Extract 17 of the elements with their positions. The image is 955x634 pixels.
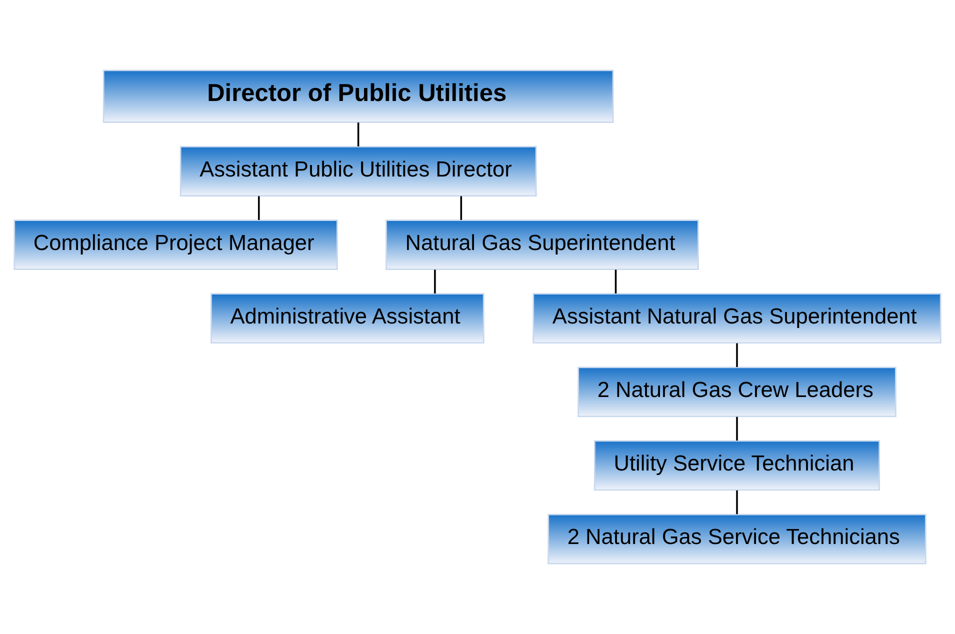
node-box: Administrative Assistant [210,293,484,344]
node-box: 2 Natural Gas Service Technicians [548,514,926,564]
connector [736,343,738,368]
connector [434,270,436,294]
node-box: Assistant Public Utilities Director [180,146,537,196]
connector [357,122,360,146]
connector [460,196,462,220]
node-box: Assistant Natural Gas Superintendent [532,293,942,344]
node-box: Director of Public Utilities [102,70,614,123]
node-box: Compliance Project Manager [14,220,338,270]
node-box: 2 Natural Gas Crew Leaders [578,366,896,418]
node-box: Natural Gas Superintendent [386,220,699,270]
connector [736,416,738,441]
connector [614,270,617,294]
node-box: Utility Service Technician [594,440,880,491]
connector [258,196,260,220]
connector [736,490,738,514]
